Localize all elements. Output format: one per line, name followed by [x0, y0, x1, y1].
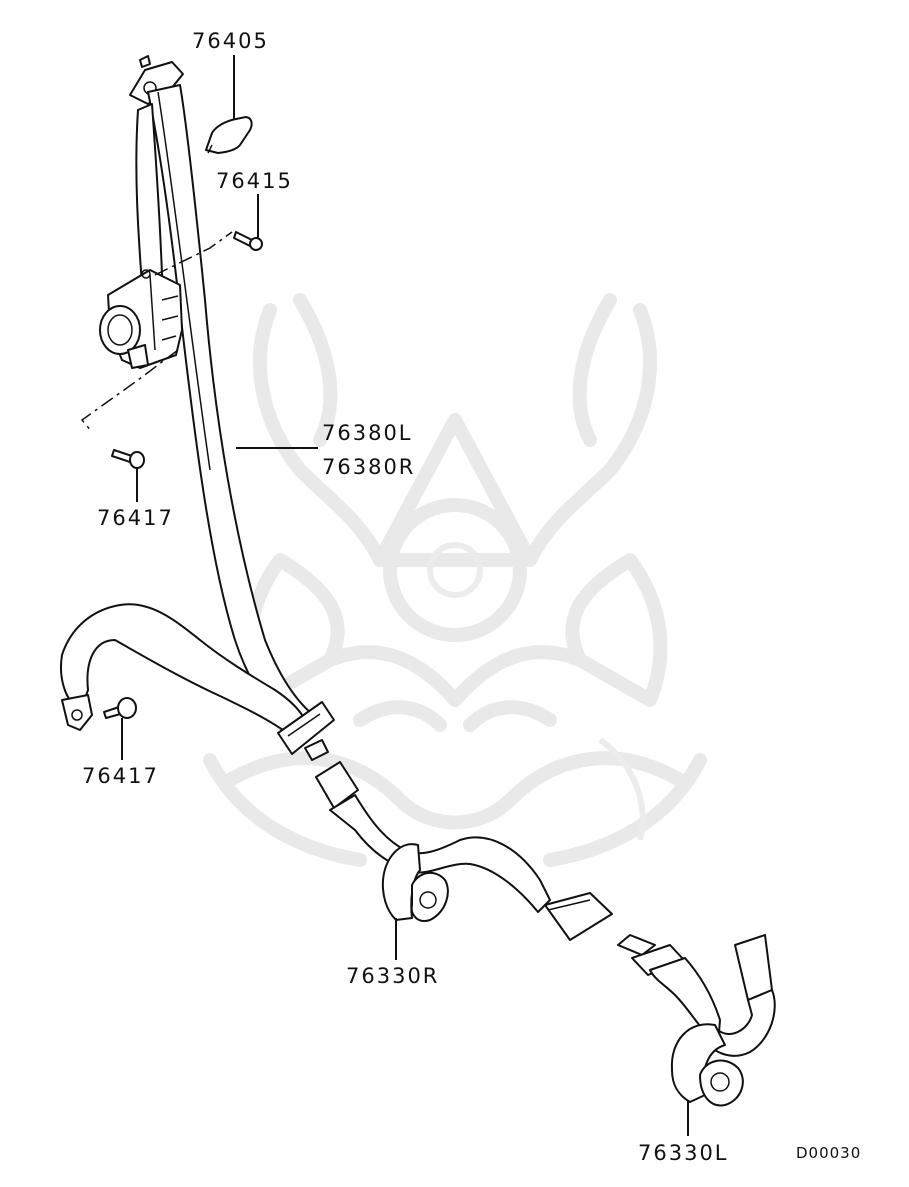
label-76417-upper: 76417: [97, 506, 174, 530]
label-76330L: 76330L: [638, 1141, 729, 1165]
label-76330R: 76330R: [346, 964, 439, 988]
upper-anchor-bracket: [129, 55, 184, 105]
retractor-unit: [99, 269, 183, 369]
belt-tongue-plate: [277, 701, 335, 761]
buckle-76330L: [617, 934, 776, 1107]
anchor-cover-76405: [205, 116, 253, 154]
bolt-76415: [233, 231, 263, 251]
label-76405: 76405: [192, 29, 269, 53]
reference-line-upper: [154, 231, 233, 276]
buckle-76330R: [315, 761, 613, 941]
bolt-76417-upper: [111, 449, 145, 469]
label-76415: 76415: [216, 169, 293, 193]
label-76380L: 76380L: [322, 421, 413, 445]
bolt-76417-lower: [103, 697, 137, 719]
reference-line-lower: [80, 349, 179, 433]
lap-belt-webbing: [60, 603, 306, 736]
label-76380R: 76380R: [322, 455, 415, 479]
diagram-code: D00030: [796, 1144, 861, 1162]
watermark-logo: [203, 293, 707, 867]
label-76417-lower: 76417: [82, 764, 159, 788]
